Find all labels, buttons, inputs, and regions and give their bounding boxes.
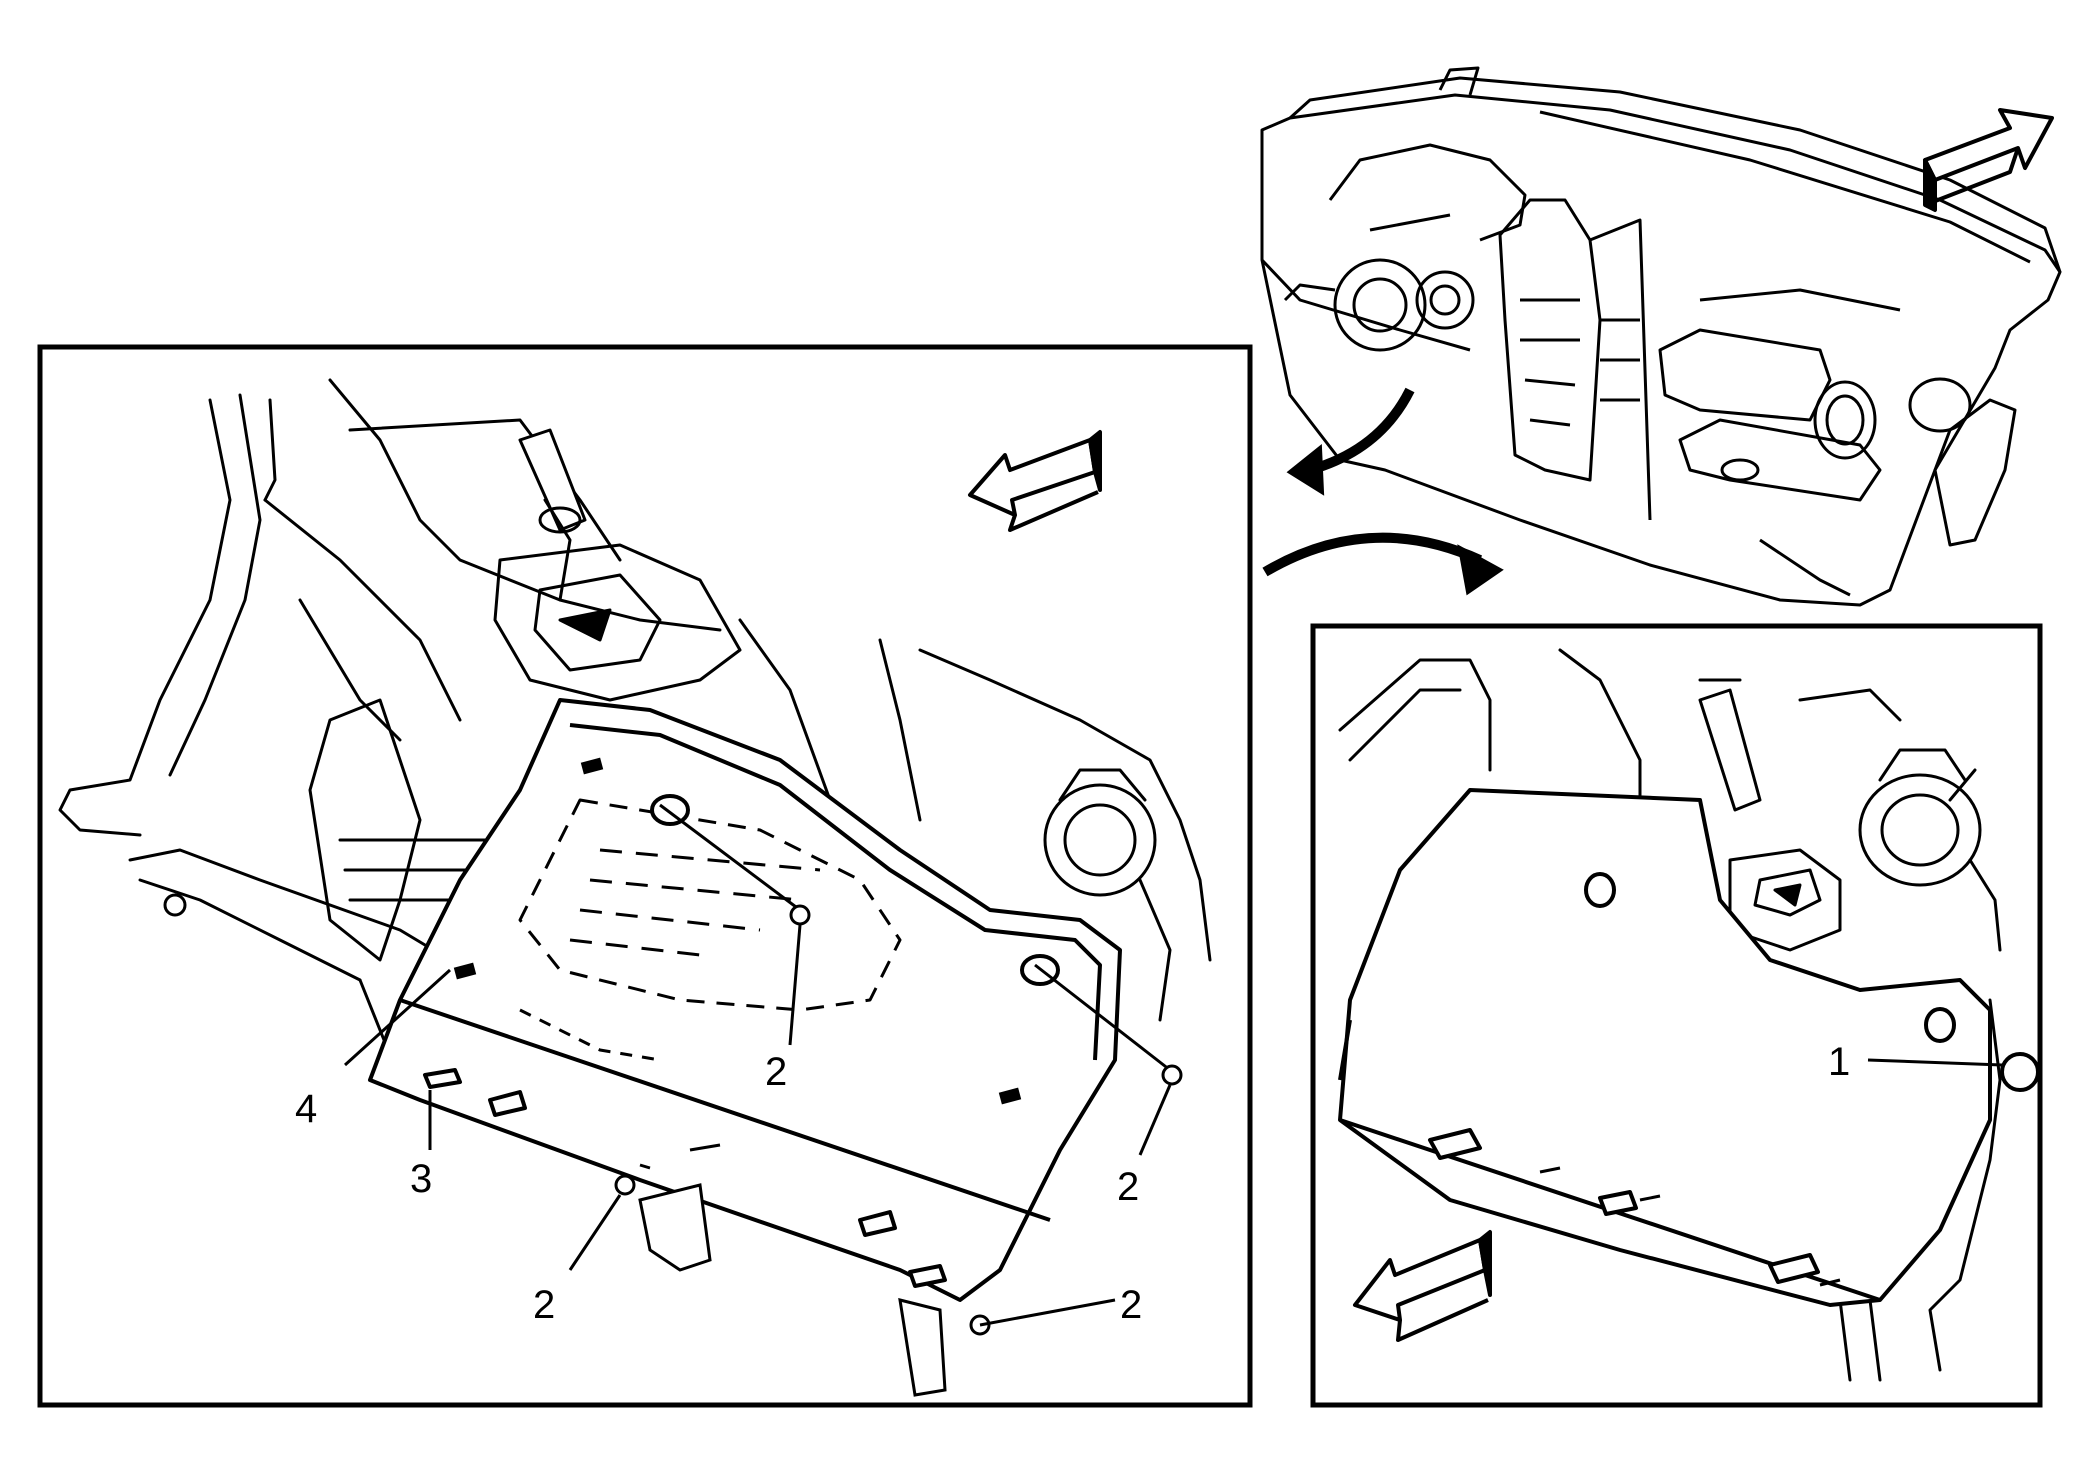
bolt-icon	[614, 1174, 636, 1196]
callout-1: 1	[1828, 1040, 1850, 1084]
front-arrow-icon	[1923, 108, 2054, 212]
retainer-icon	[2000, 1052, 2040, 1092]
bolt-icon	[789, 904, 811, 926]
callout-3: 3	[410, 1157, 432, 1201]
front-arrow-icon	[1353, 1230, 1492, 1342]
closeout-panel	[1338, 788, 2040, 1307]
closeout-panel-view	[1338, 648, 2002, 1382]
push-pin-retainer-icon	[453, 757, 1022, 1105]
callout-2-lower-left: 2	[533, 1283, 555, 1327]
callout-2-upper: 2	[765, 1050, 787, 1094]
main-detail-frame	[37, 344, 1253, 1408]
callout-2-right: 2	[1117, 1165, 1139, 1209]
callout-leaders-main	[343, 924, 1172, 1327]
curved-arrow-icon	[1262, 387, 1504, 596]
secondary-detail-frame	[1310, 623, 2043, 1408]
knee-bolster-panel	[368, 698, 1122, 1302]
callout-4: 4	[295, 1087, 317, 1131]
knee-bolster-assembly-view	[58, 378, 1212, 1252]
callout-leader-1	[1867, 1058, 2003, 1067]
bolt-fasteners	[614, 803, 1183, 1397]
instrument-panel-overview	[1260, 66, 2062, 607]
front-arrow-icon	[968, 430, 1102, 532]
callout-2-lower-right: 2	[1120, 1283, 1142, 1327]
bolt-icon	[1161, 1064, 1183, 1086]
